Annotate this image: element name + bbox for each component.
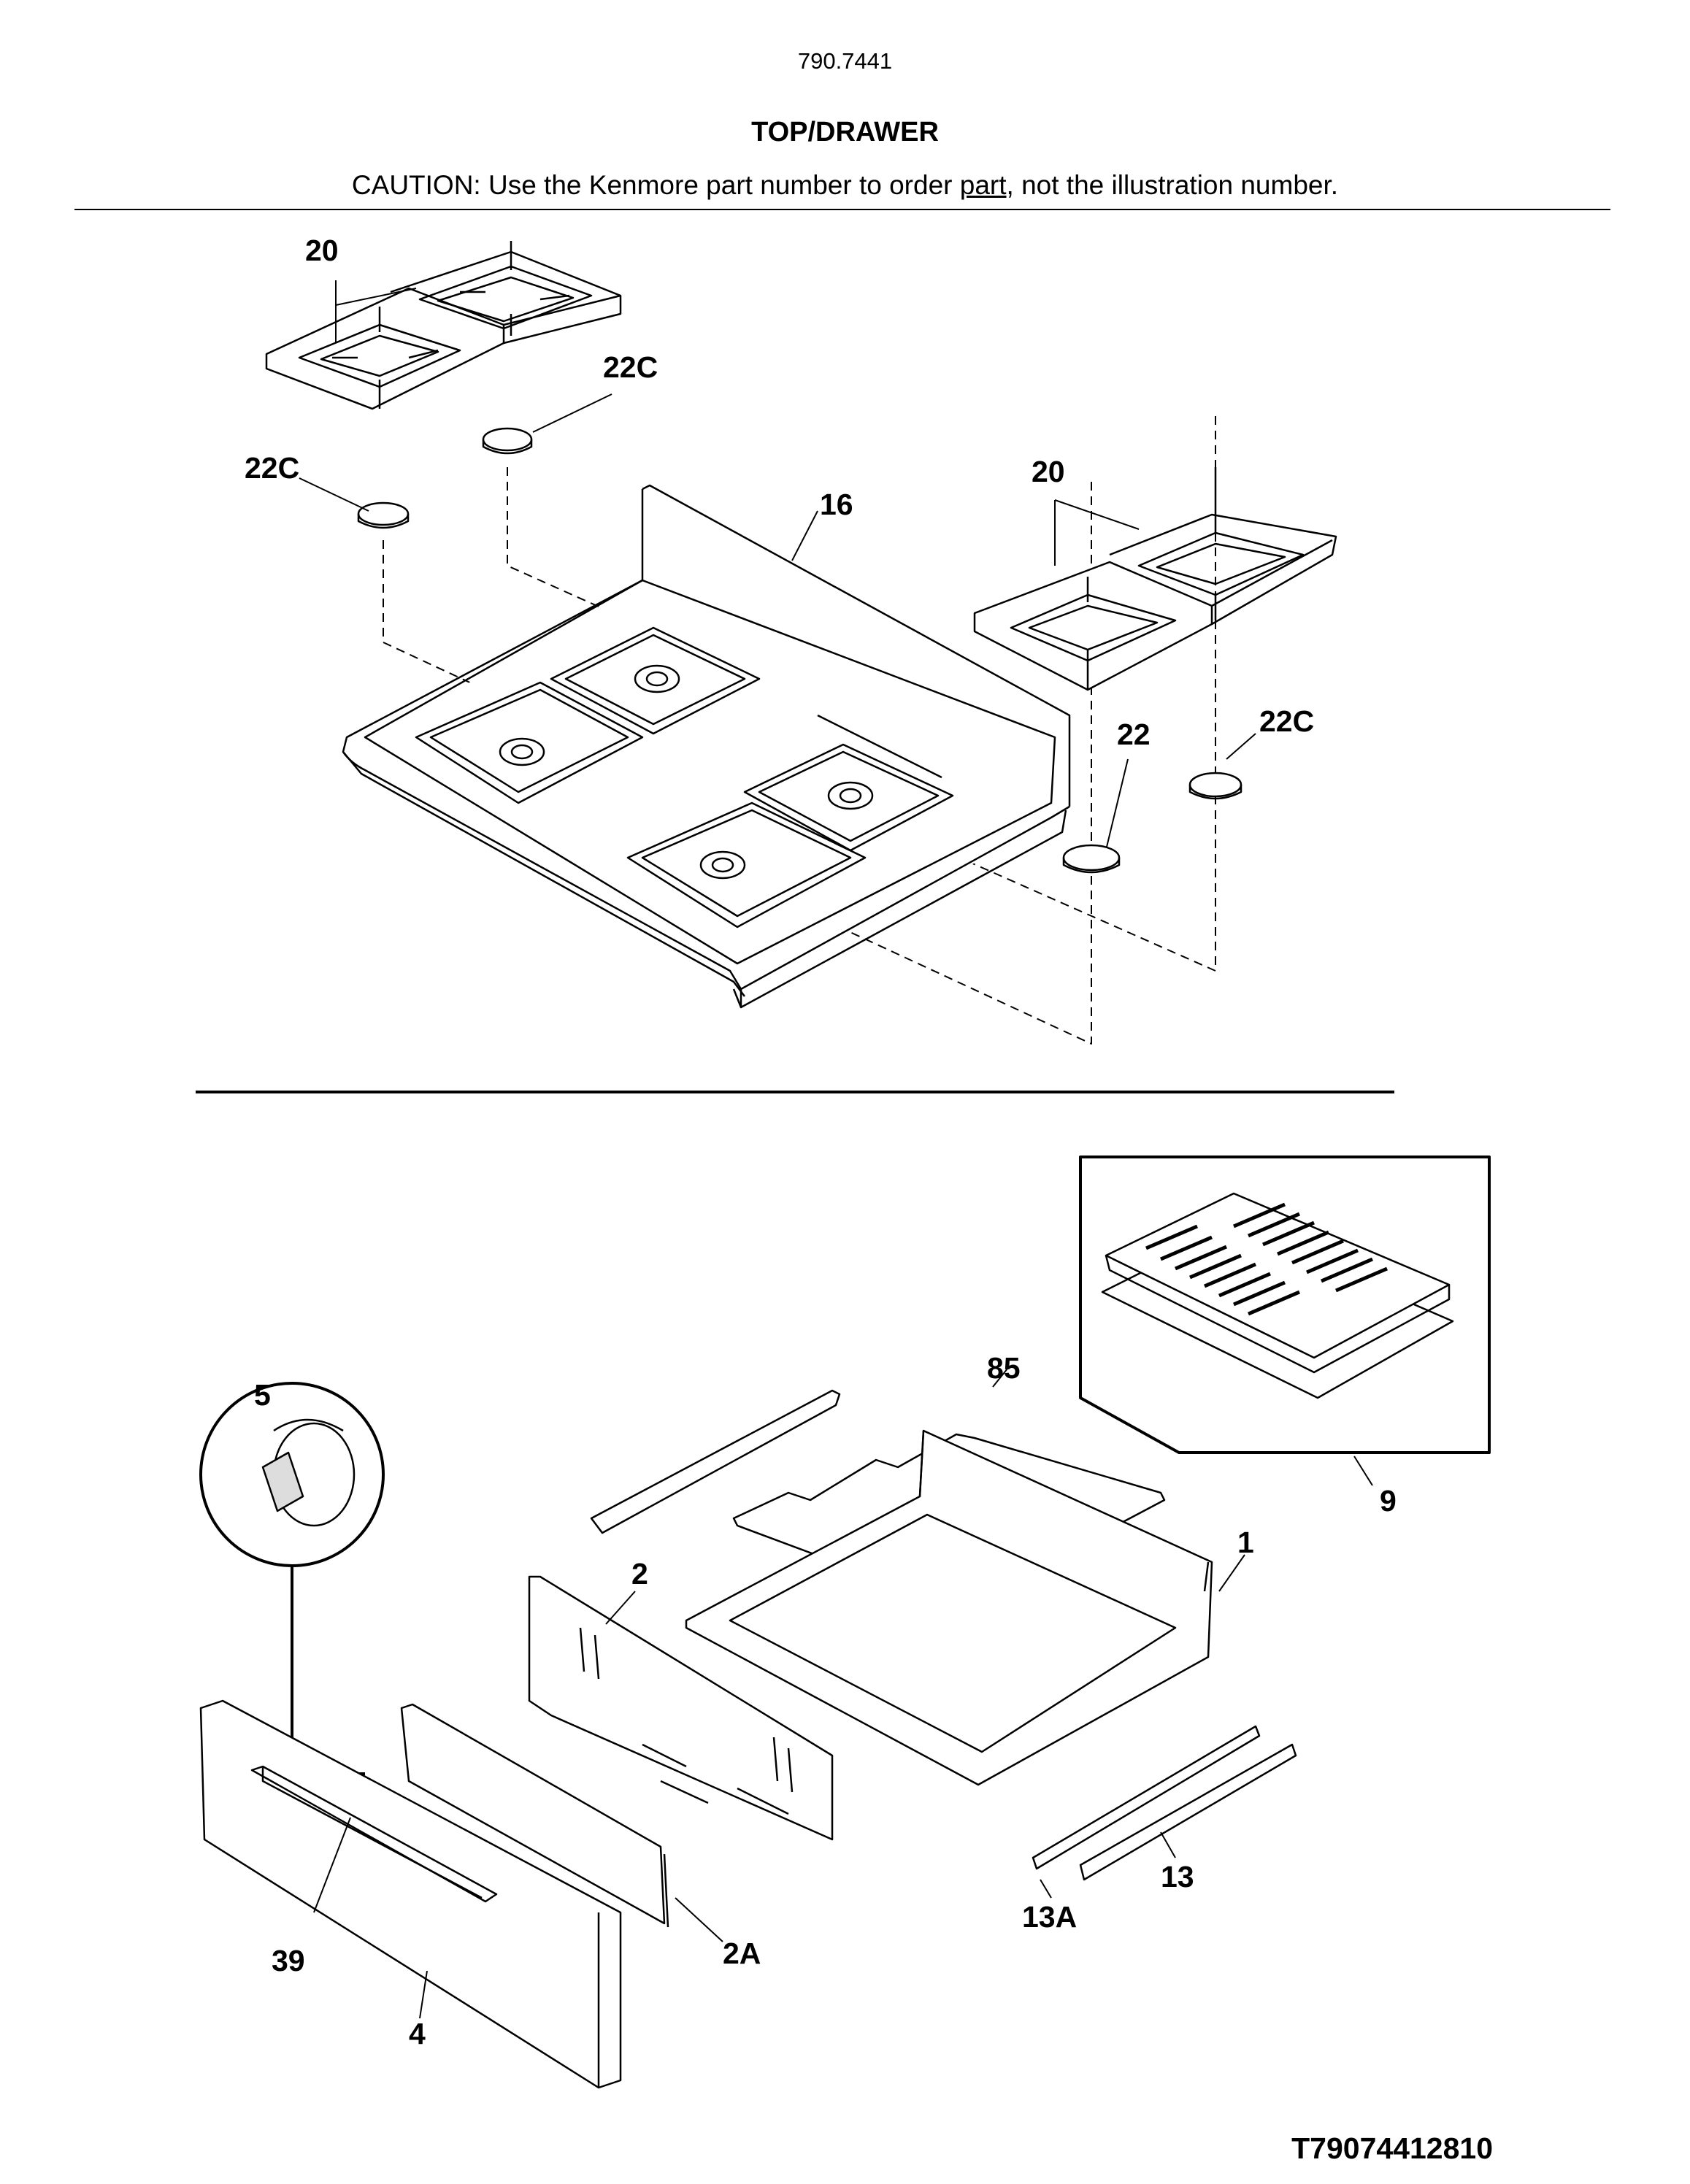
section-title: TOP/DRAWER [751,117,939,147]
callout-22c-lower-left: 22C [245,451,299,485]
callout-85: 85 [987,1351,1021,1385]
callout-22c-upper-left: 22C [603,350,658,384]
caution-text-start: CAUTION: Use the Kenmore part number to … [351,170,960,200]
drawer-front [199,1699,622,2089]
model-number: 790.7441 [797,48,893,74]
drawer-back [528,1575,834,1841]
callout-20-right: 20 [1032,455,1065,488]
callout-13: 13 [1161,1860,1194,1893]
caution-note: CAUTION: Use the Kenmore part number to … [0,170,1690,201]
callout-5: 5 [254,1378,271,1412]
header-divider [74,209,1610,210]
callout-39: 39 [272,1944,305,1977]
caution-text-end: , not the illustration number. [1006,170,1339,200]
drawer-slides [1032,1725,1297,1881]
left-burner-caps [357,427,533,529]
cooktop [342,484,1071,1009]
figure-code: T79074412810 [1291,2131,1493,2165]
callout-20-left: 20 [305,234,339,267]
right-burner-caps [1062,772,1242,874]
callout-2: 2 [631,1557,648,1591]
right-grate-pair [973,467,1337,691]
caution-underlined-word: part [959,170,1007,200]
callout-1: 1 [1237,1526,1254,1559]
callout-4: 4 [409,2017,426,2050]
callout-2a: 2A [723,1937,761,1970]
drawer-body [685,1429,1213,1786]
drawer-front-inner [400,1703,669,1928]
broiler-pan-inset [1079,1156,1491,1454]
left-grate-pair [265,241,622,410]
callout-13a: 13A [1022,1900,1077,1934]
callout-22: 22 [1117,718,1151,751]
callout-9: 9 [1380,1484,1397,1518]
callout-22c-right: 22C [1259,704,1314,738]
section-divider [196,1091,1394,1093]
callout-16: 16 [820,488,853,521]
